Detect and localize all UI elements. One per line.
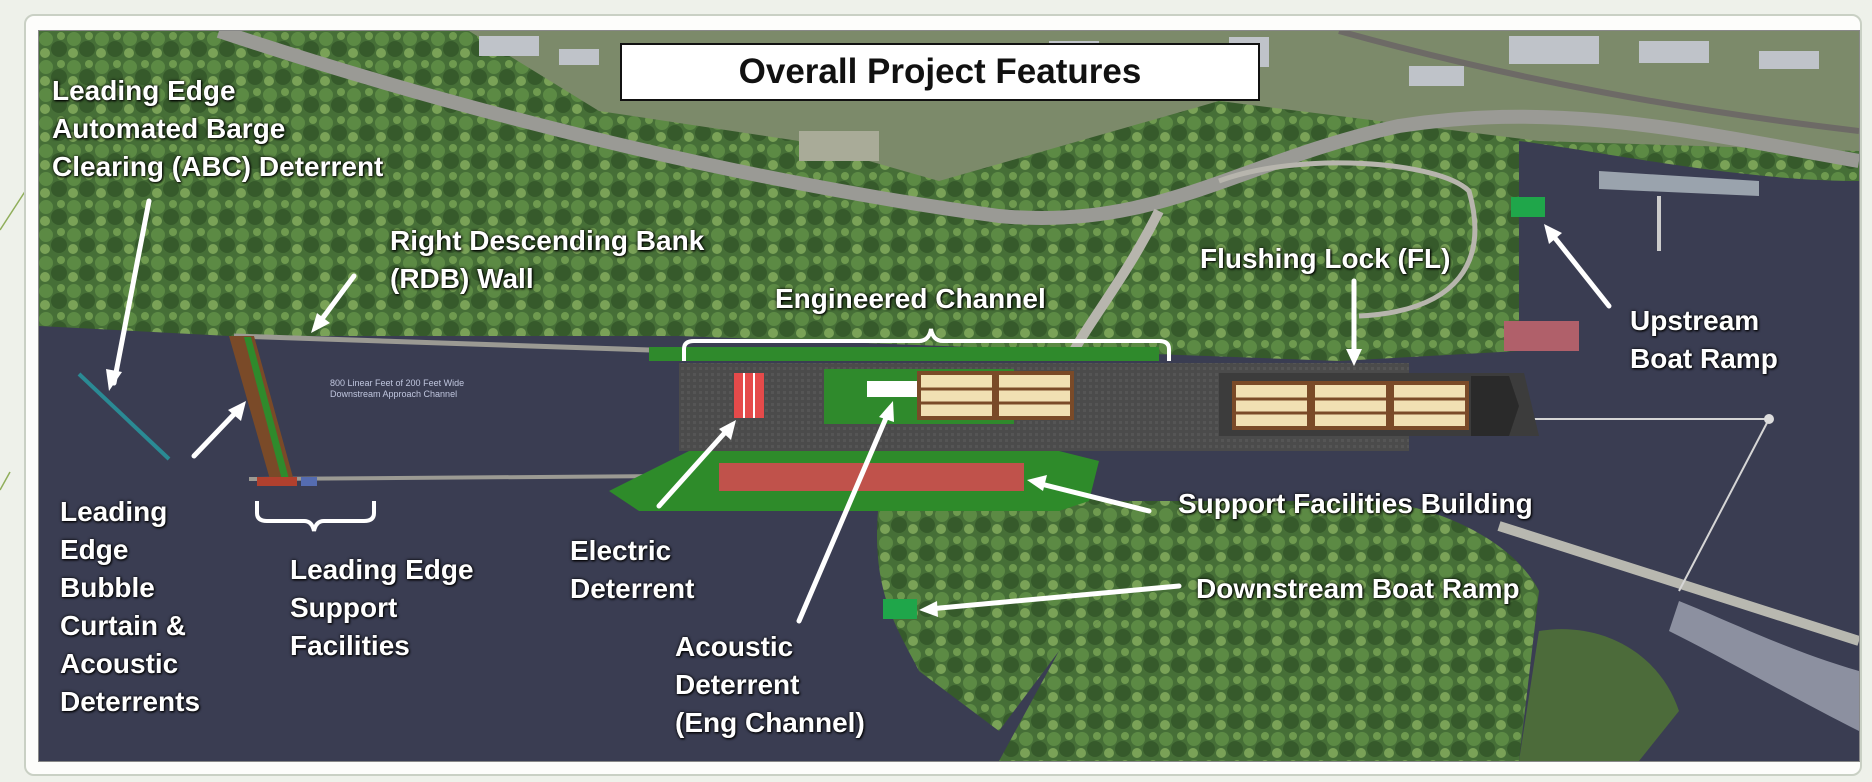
arrow-rdb xyxy=(316,273,357,326)
label-abc-line3: Clearing (ABC) Deterrent xyxy=(52,151,384,182)
label-upstream-line1: Upstream xyxy=(1630,305,1760,336)
railway xyxy=(1338,31,1859,134)
label-bubble-line1: Leading xyxy=(60,496,168,527)
label-electric-deterrent: Electric Deterrent xyxy=(570,532,694,608)
riverbank-patch xyxy=(1519,629,1679,761)
approach-channel-note-line2: Downstream Approach Channel xyxy=(330,389,458,399)
island xyxy=(877,478,1539,731)
map-title-text: Overall Project Features xyxy=(738,52,1142,91)
label-le-support-line3: Facilities xyxy=(290,630,410,661)
label-downstream-boat-ramp: Downstream Boat Ramp xyxy=(1196,573,1520,604)
arrow-abc xyxy=(111,198,152,386)
spillway-foam xyxy=(1669,601,1859,731)
label-abc-line1: Leading Edge xyxy=(52,75,236,106)
label-upstream-line2: Boat Ramp xyxy=(1630,343,1778,374)
label-bubble-line6: Deterrents xyxy=(60,686,201,717)
label-abc-deterrent: Leading Edge Automated Barge Clearing (A… xyxy=(52,72,383,186)
approach-channel-note-line1: 800 Linear Feet of 200 Feet Wide xyxy=(330,378,465,388)
label-rdb-wall: Right Descending Bank (RDB) Wall xyxy=(390,222,704,298)
label-le-support-line2: Support xyxy=(290,592,398,623)
barge xyxy=(1504,321,1579,351)
arrow-support-building xyxy=(1034,480,1152,514)
label-bubble-line2: Edge xyxy=(60,534,129,565)
channel-panels xyxy=(917,371,1074,420)
boom-anchor xyxy=(1764,414,1774,424)
label-bubble-line3: Bubble xyxy=(60,572,155,603)
callout-arrows xyxy=(106,198,1612,624)
label-engineered-channel: Engineered Channel xyxy=(775,283,1046,314)
map-title: Overall Project Features xyxy=(620,43,1260,101)
label-acoustic-deterrent: Acoustic Deterrent (Eng Channel) xyxy=(675,628,865,742)
arrow-acoustic xyxy=(796,408,892,624)
park-loop-road xyxy=(1218,160,1478,319)
label-upstream-boat-ramp: Upstream Boat Ramp xyxy=(1630,302,1778,378)
approach-channel-wall-bottom xyxy=(248,474,680,481)
label-flushing-lock: Flushing Lock (FL) xyxy=(1200,243,1451,274)
arrow-bubble xyxy=(191,406,242,459)
label-rdb-line1: Right Descending Bank xyxy=(390,225,705,256)
buildings xyxy=(479,36,1819,161)
label-rdb-line2: (RDB) Wall xyxy=(390,263,534,294)
acoustic-deterrent-unit xyxy=(867,381,922,397)
le-support-pad-2 xyxy=(301,477,317,486)
engineered-channel-bracket xyxy=(682,328,1171,361)
label-electric-line1: Electric xyxy=(570,535,672,566)
dam-spillway xyxy=(1497,521,1859,646)
le-support-pad xyxy=(257,477,297,486)
leading-edge-bubble-curtain xyxy=(244,337,289,480)
upstream-boat-ramp xyxy=(1511,197,1545,217)
label-bubble-line5: Acoustic xyxy=(60,648,179,679)
electric-deterrent-grid xyxy=(734,373,764,418)
label-le-support-facilities: Leading Edge Support Facilities xyxy=(290,551,474,665)
label-acoustic-line2: Deterrent xyxy=(675,669,800,700)
label-abc-line2: Automated Barge xyxy=(52,113,286,144)
lock-upstream-gate xyxy=(1471,376,1519,436)
approach-channel-wall-top xyxy=(233,333,680,354)
approach-channel-note: 800 Linear Feet of 200 Feet Wide Downstr… xyxy=(330,378,464,400)
flushing-lock-panels xyxy=(1232,381,1469,430)
arrow-downstream-ramp xyxy=(926,583,1182,612)
engineered-channel-grass-strip xyxy=(649,347,1159,361)
label-acoustic-line1: Acoustic xyxy=(675,631,794,662)
arrow-electric xyxy=(656,425,732,509)
label-electric-line2: Deterrent xyxy=(570,573,695,604)
label-bubble-curtain: Leading Edge Bubble Curtain & Acoustic D… xyxy=(60,493,200,721)
arrow-upstream-ramp xyxy=(1548,230,1612,309)
downstream-boat-ramp xyxy=(883,599,917,619)
slide-decoration xyxy=(0,189,27,491)
highway xyxy=(216,31,1859,226)
label-le-support-line1: Leading Edge xyxy=(290,554,474,585)
label-support-facilities-building: Support Facilities Building xyxy=(1178,488,1533,519)
marina-dock xyxy=(1599,171,1759,196)
support-facilities-building xyxy=(719,463,1024,491)
boom-line-b xyxy=(1678,418,1770,592)
le-support-bracket xyxy=(255,501,376,532)
abc-deterrent-line xyxy=(77,372,171,461)
label-acoustic-line3: (Eng Channel) xyxy=(675,707,865,738)
label-bubble-line4: Curtain & xyxy=(60,610,186,641)
